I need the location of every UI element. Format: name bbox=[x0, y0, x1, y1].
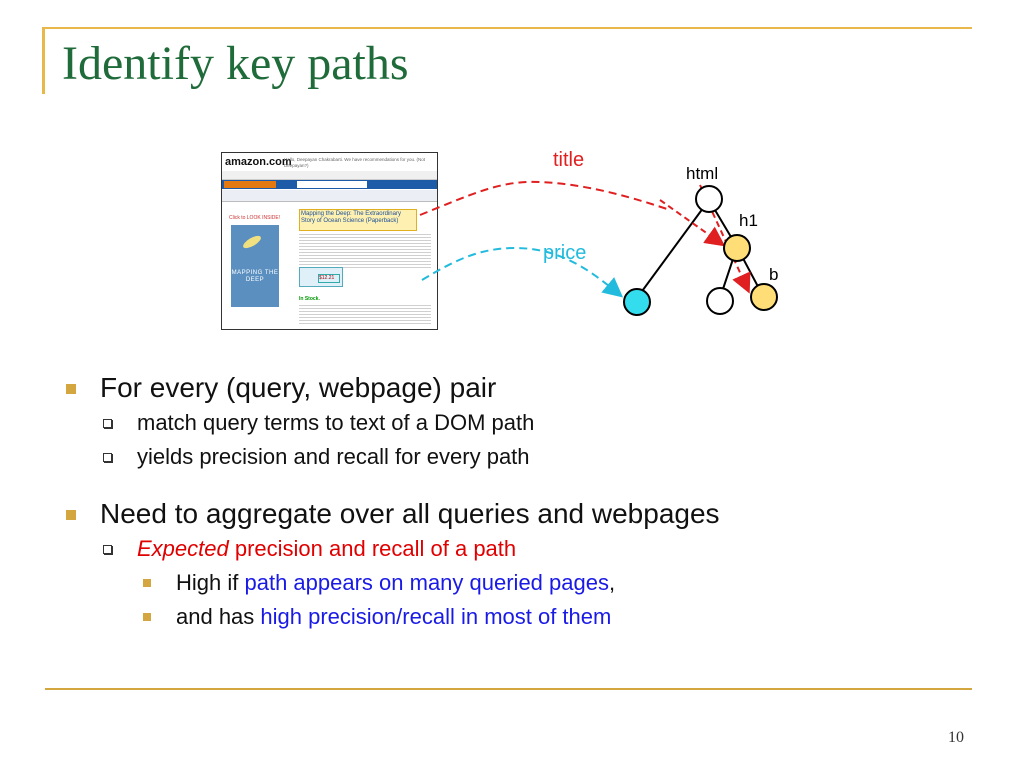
bullet-1-2-text: yields precision and recall for every pa… bbox=[137, 444, 530, 469]
label-b: b bbox=[769, 265, 778, 284]
node-price bbox=[623, 288, 651, 316]
bottom-rule bbox=[45, 688, 972, 690]
header-links: Hello, Deepayan Chakrabarti. We have rec… bbox=[284, 157, 425, 168]
bullet-2: Need to aggregate over all queries and w… bbox=[62, 496, 982, 532]
search-box bbox=[297, 181, 367, 188]
price-arrow bbox=[421, 246, 624, 298]
bullet-1-1-text: match query terms to text of a DOM path bbox=[137, 410, 535, 435]
checkbox-bullet-icon bbox=[103, 453, 112, 462]
description-lines bbox=[299, 232, 431, 268]
checkbox-bullet-icon bbox=[103, 545, 112, 554]
label-h1: h1 bbox=[739, 211, 758, 230]
books-nav-bar bbox=[222, 190, 437, 202]
top-links-bar bbox=[222, 171, 437, 180]
shop-departments-button bbox=[224, 181, 276, 188]
page-number: 10 bbox=[948, 729, 964, 746]
square-bullet-icon bbox=[66, 510, 76, 520]
bullet-2-1-2-highlight: high precision/recall in most of them bbox=[260, 604, 612, 629]
checkbox-bullet-icon bbox=[103, 419, 112, 428]
bullet-1-text: For every (query, webpage) pair bbox=[100, 372, 497, 403]
bullet-2-text: Need to aggregate over all queries and w… bbox=[100, 498, 720, 529]
amazon-logo: amazon.com bbox=[225, 156, 292, 168]
bullet-1: For every (query, webpage) pair bbox=[62, 370, 982, 406]
node-html bbox=[695, 185, 723, 213]
label-title: title bbox=[553, 149, 584, 171]
bullet-2-1-1-highlight: path appears on many queried pages bbox=[244, 570, 609, 595]
label-html: html bbox=[686, 164, 718, 183]
bullet-1-1: match query terms to text of a DOM path bbox=[62, 406, 982, 440]
node-h1 bbox=[723, 234, 751, 262]
top-rule bbox=[42, 27, 972, 29]
bullet-2-1-text: precision and recall of a path bbox=[228, 536, 517, 561]
book-title-highlight: Mapping the Deep: The Extraordinary Stor… bbox=[299, 209, 417, 231]
square-bullet-icon bbox=[143, 579, 151, 587]
bullet-2-1-emphasis: Expected bbox=[137, 536, 229, 561]
in-stock-text: In Stock. bbox=[299, 296, 320, 302]
title-arrow-to-h1 bbox=[659, 199, 726, 247]
bullet-2-1: Expected precision and recall of a path bbox=[62, 532, 982, 566]
slide-title: Identify key paths bbox=[62, 37, 409, 90]
label-price: price bbox=[543, 242, 586, 264]
bullet-2-1-1: High if path appears on many queried pag… bbox=[62, 566, 982, 600]
cover-title: MAPPING THE DEEP bbox=[231, 270, 279, 283]
bullet-2-1-1-suffix: , bbox=[608, 570, 616, 595]
title-arrow-curve bbox=[419, 180, 671, 216]
left-rule bbox=[42, 28, 45, 94]
node-b bbox=[750, 283, 778, 311]
search-bar bbox=[222, 180, 437, 189]
square-bullet-icon bbox=[143, 613, 151, 621]
bullet-list: For every (query, webpage) pair match qu… bbox=[62, 370, 982, 634]
bullet-1-2: yields precision and recall for every pa… bbox=[62, 440, 982, 474]
bullet-2-1-2-prefix: and has bbox=[176, 604, 261, 629]
shipping-lines bbox=[299, 303, 431, 325]
square-bullet-icon bbox=[66, 384, 76, 394]
look-inside-badge: Click to LOOK INSIDE! bbox=[229, 215, 281, 221]
edge-html-left bbox=[636, 199, 710, 299]
node-leaf bbox=[706, 287, 734, 315]
bullet-2-1-2: and has high precision/recall in most of… bbox=[62, 600, 982, 634]
price-highlight: $12.21 bbox=[318, 274, 340, 283]
bullet-2-1-1-prefix: High if bbox=[176, 570, 245, 595]
amazon-page-thumbnail: amazon.com Hello, Deepayan Chakrabarti. … bbox=[221, 152, 438, 330]
